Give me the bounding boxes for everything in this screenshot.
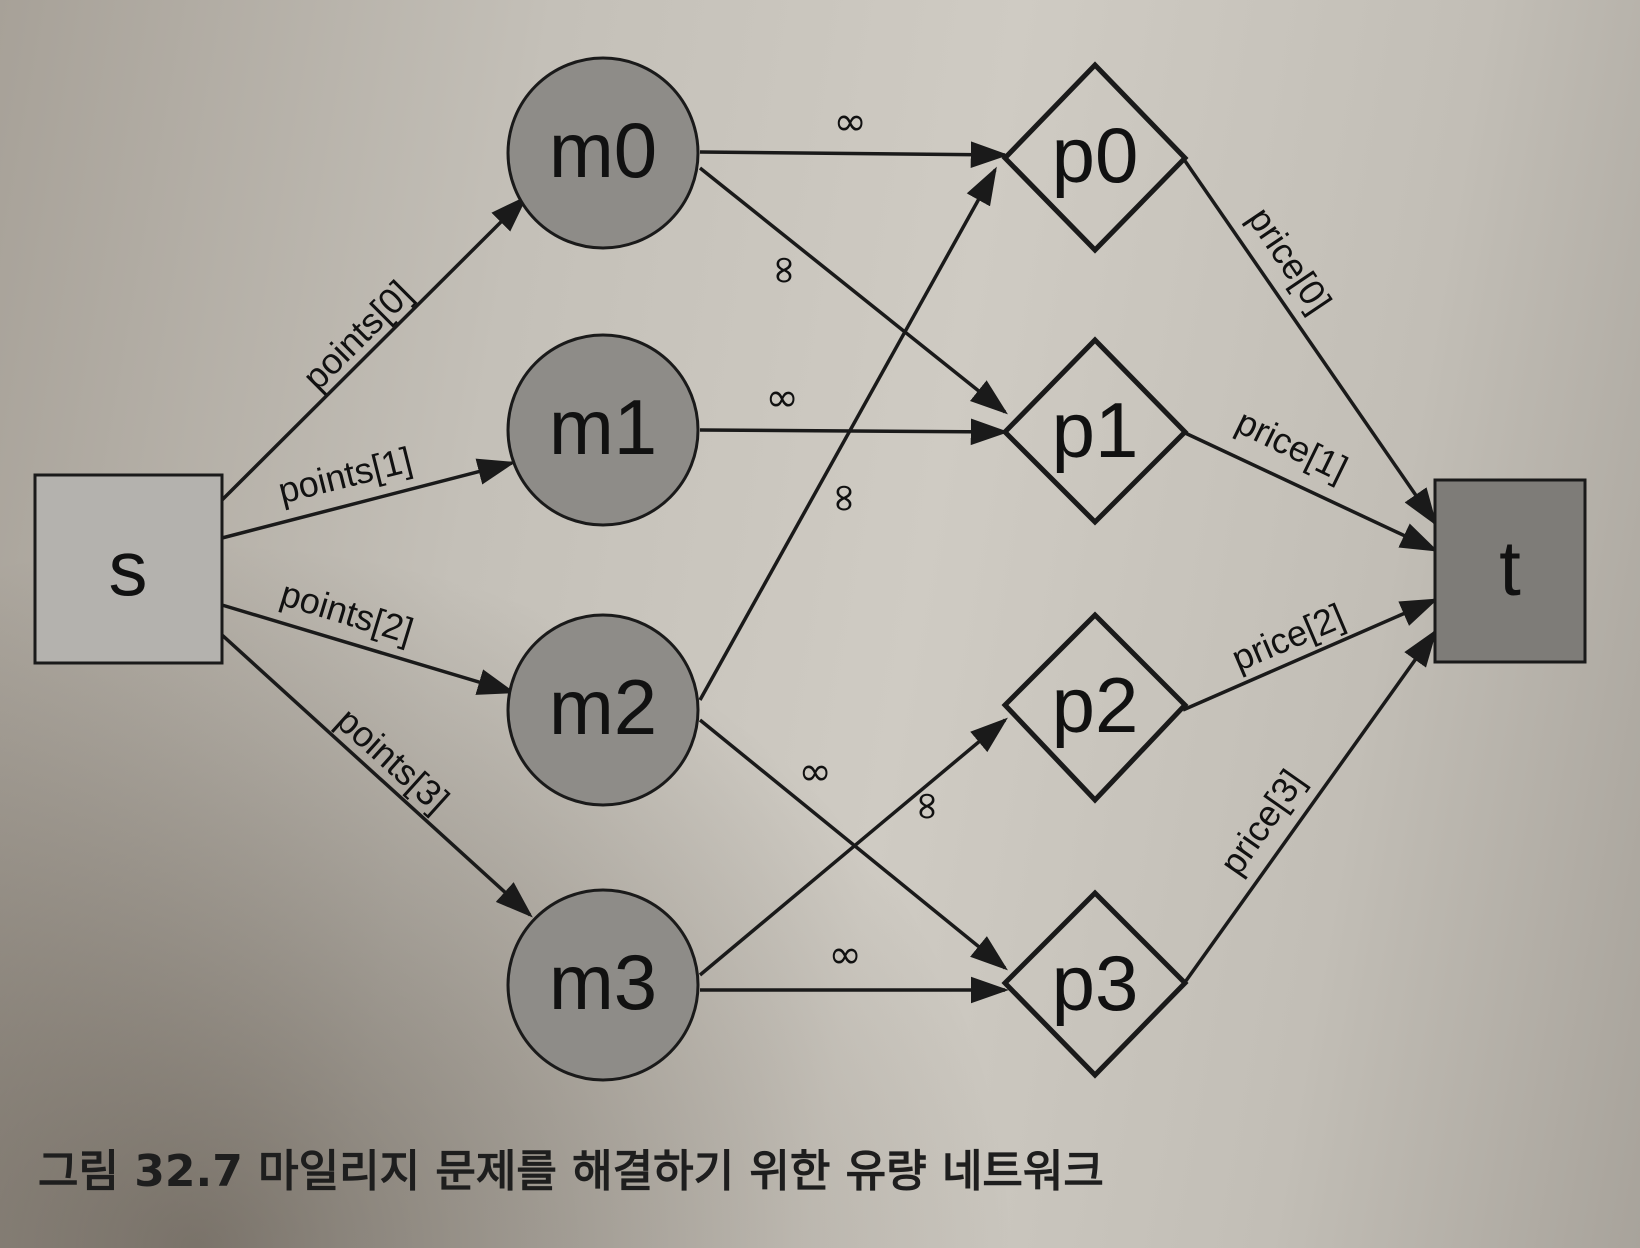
edge-label-points-1: points[1] (274, 439, 416, 512)
node-m3-label: m3 (549, 938, 657, 1026)
edge-p3-t (1181, 628, 1438, 987)
source-node-s (33, 473, 224, 665)
node-m0-label: m0 (549, 106, 657, 194)
edge-p2-t (1182, 598, 1439, 712)
edge-label-points-2: points[2] (276, 573, 418, 652)
source-label: s (109, 524, 148, 612)
edge-label-inf-m0-p0: ∞ (833, 99, 866, 145)
edge-label-points-0: points[0] (294, 272, 419, 397)
edge-m0-p0 (699, 141, 1009, 168)
edge-p1-t (1182, 430, 1439, 552)
edge-label-inf-m0-p1: ∞ (762, 253, 808, 286)
node-p3 (1001, 889, 1189, 1079)
edge-s-m2 (221, 603, 516, 695)
node-m0 (506, 56, 700, 250)
edge-label-inf-m3-p2: ∞ (905, 789, 951, 822)
edge-label-inf-m2-p3: ∞ (798, 749, 831, 795)
edge-m0-p1 (698, 166, 1008, 415)
node-p1 (1001, 336, 1189, 526)
edge-p0-t (1181, 157, 1438, 527)
figure-caption: 그림 32.7 마일리지 문제를 해결하기 위한 유량 네트워크 (38, 1146, 1104, 1197)
edge-label-inf-m3-p3: ∞ (828, 932, 861, 978)
node-p3-label: p3 (1052, 939, 1139, 1027)
edge-label-points-3: points[3] (329, 699, 458, 821)
edge-m2-p0 (698, 166, 997, 701)
sink-label: t (1499, 524, 1521, 612)
node-m1 (506, 333, 700, 527)
node-m3 (506, 888, 700, 1082)
edge-m3-p2 (698, 717, 1008, 977)
edge-s-m0 (220, 195, 528, 502)
node-p0-label: p0 (1052, 111, 1139, 199)
edge-label-inf-m2-p0: ∞ (822, 481, 868, 514)
sink-node-t (1433, 478, 1587, 664)
node-p2 (1001, 611, 1189, 804)
node-p2-label: p2 (1052, 661, 1139, 749)
edge-m1-p1 (699, 418, 1009, 446)
edge-label-inf-m1-p1: ∞ (765, 375, 798, 421)
edge-label-price-2: price[2] (1226, 595, 1351, 679)
edge-s-m3 (220, 633, 533, 918)
node-m2 (506, 613, 700, 807)
node-p1-label: p1 (1052, 386, 1139, 474)
node-p0 (1001, 61, 1189, 254)
node-m1-label: m1 (549, 383, 657, 471)
node-m2-label: m2 (549, 663, 657, 751)
edge-m2-p3 (698, 718, 1008, 971)
edge-label-price-1: price[1] (1230, 401, 1354, 490)
edge-s-m1 (221, 458, 516, 540)
